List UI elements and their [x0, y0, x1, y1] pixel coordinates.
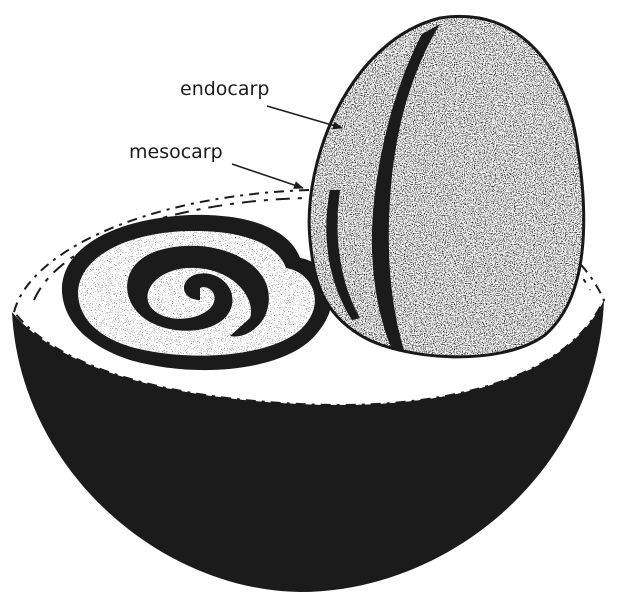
endocarp-label: endocarp [180, 78, 269, 100]
endocarp-stone [309, 16, 584, 357]
mesocarp-leader-line [232, 164, 303, 188]
mesocarp-label: mesocarp [129, 141, 223, 163]
endocarp-leader-line [267, 106, 342, 128]
